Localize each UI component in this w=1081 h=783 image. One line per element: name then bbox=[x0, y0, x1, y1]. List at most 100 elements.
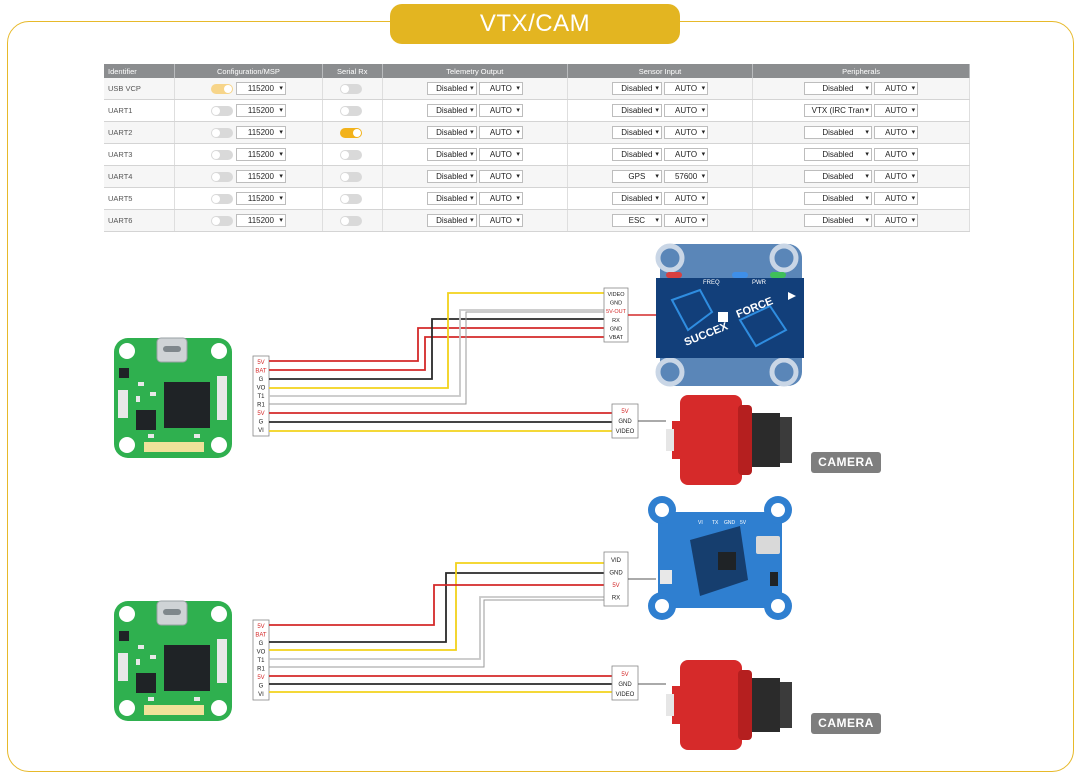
sensor-select[interactable]: Disabled bbox=[611, 126, 662, 139]
telemetry-baud-select[interactable]: AUTO bbox=[478, 126, 523, 139]
msp-toggle[interactable] bbox=[210, 215, 233, 226]
telemetry-select[interactable]: Disabled bbox=[426, 170, 477, 183]
telemetry-select[interactable]: Disabled bbox=[426, 148, 477, 161]
wire-tx-shadow bbox=[269, 311, 604, 405]
msp-baud-select[interactable]: 115200 bbox=[235, 214, 286, 227]
telemetry-select[interactable]: Disabled bbox=[426, 82, 477, 95]
telemetry-cell: Disabled AUTO bbox=[382, 165, 568, 188]
table-row: UART4115200Disabled AUTOGPS 57600Disable… bbox=[104, 165, 970, 188]
pin-label: VO bbox=[257, 386, 266, 392]
pin-label: VI bbox=[258, 428, 264, 434]
msp-toggle[interactable] bbox=[210, 105, 233, 116]
peripheral-select[interactable]: Disabled bbox=[803, 126, 872, 139]
sensor-select[interactable]: ESC bbox=[611, 214, 662, 227]
peripheral-select[interactable]: Disabled bbox=[803, 214, 872, 227]
telemetry-baud-select[interactable]: AUTO bbox=[478, 104, 523, 117]
sensor-select[interactable]: Disabled bbox=[611, 148, 662, 161]
port-identifier: UART6 bbox=[104, 209, 175, 232]
msp-baud-select[interactable]: 115200 bbox=[235, 126, 286, 139]
telemetry-select[interactable]: Disabled bbox=[426, 192, 477, 205]
sensor-baud-select[interactable]: AUTO bbox=[664, 104, 709, 117]
telemetry-baud-select[interactable]: AUTO bbox=[478, 148, 523, 161]
peripheral-baud-select[interactable]: AUTO bbox=[874, 214, 919, 227]
vtx2-board: VI TX GND 5V bbox=[648, 496, 792, 620]
peripheral-baud-select[interactable]: AUTO bbox=[874, 170, 919, 183]
sensor-cell: Disabled AUTO bbox=[567, 121, 754, 144]
peripheral-baud-select[interactable]: AUTO bbox=[874, 148, 919, 161]
serial-rx-toggle[interactable] bbox=[339, 83, 362, 94]
sensor-select[interactable]: GPS bbox=[611, 170, 662, 183]
wire-vbat bbox=[269, 327, 604, 362]
peripheral-select[interactable]: VTX (IRC Tran bbox=[803, 104, 872, 117]
serial-rx-toggle[interactable] bbox=[339, 171, 362, 182]
serial-rx-toggle[interactable] bbox=[339, 215, 362, 226]
msp-baud-select[interactable]: 115200 bbox=[235, 104, 286, 117]
telemetry-select[interactable]: Disabled bbox=[426, 126, 477, 139]
serial-rx-toggle[interactable] bbox=[339, 193, 362, 204]
msp-toggle[interactable] bbox=[210, 193, 233, 204]
peripheral-baud-select[interactable]: AUTO bbox=[874, 104, 919, 117]
msp-toggle[interactable] bbox=[210, 127, 233, 138]
peripheral-baud-select[interactable]: AUTO bbox=[874, 126, 919, 139]
telemetry-baud-select[interactable]: AUTO bbox=[478, 192, 523, 205]
vtx1-wires bbox=[269, 292, 604, 405]
pin-label: R1 bbox=[257, 667, 265, 673]
wire2-video bbox=[269, 562, 604, 651]
msp-cell: 115200 bbox=[174, 99, 323, 122]
serial-rx-toggle[interactable] bbox=[339, 149, 362, 160]
telemetry-cell: Disabled AUTO bbox=[382, 78, 568, 100]
msp-baud-select[interactable]: 115200 bbox=[235, 148, 286, 161]
msp-cell: 115200 bbox=[174, 78, 323, 100]
sensor-baud-select[interactable]: 57600 bbox=[664, 170, 709, 183]
peripheral-select[interactable]: Disabled bbox=[803, 82, 872, 95]
sensor-baud-select[interactable]: AUTO bbox=[664, 148, 709, 161]
sensor-baud-select[interactable]: AUTO bbox=[664, 126, 709, 139]
pin-label: VID bbox=[611, 558, 622, 564]
telemetry-baud-select[interactable]: AUTO bbox=[478, 82, 523, 95]
msp-toggle[interactable] bbox=[210, 149, 233, 160]
peripheral-select[interactable]: Disabled bbox=[803, 170, 872, 183]
pin-label: G bbox=[259, 420, 264, 426]
pin-label: VIDEO bbox=[616, 429, 635, 435]
peripheral-baud-select[interactable]: AUTO bbox=[874, 192, 919, 205]
camera-label-2: CAMERA bbox=[811, 713, 881, 734]
sensor-baud-select[interactable]: AUTO bbox=[664, 82, 709, 95]
column-header: Identifier bbox=[104, 64, 175, 78]
sensor-baud-select[interactable]: AUTO bbox=[664, 192, 709, 205]
telemetry-baud-select[interactable]: AUTO bbox=[478, 170, 523, 183]
wire2-gnd bbox=[269, 572, 604, 643]
msp-baud-select[interactable]: 115200 bbox=[235, 82, 286, 95]
peripherals-cell: Disabled AUTO bbox=[752, 121, 970, 144]
peripheral-select[interactable]: Disabled bbox=[803, 148, 872, 161]
sensor-select[interactable]: Disabled bbox=[611, 192, 662, 205]
port-identifier: UART5 bbox=[104, 187, 175, 210]
sensor-cell: Disabled AUTO bbox=[567, 78, 754, 100]
msp-baud-select[interactable]: 115200 bbox=[235, 192, 286, 205]
peripheral-select[interactable]: Disabled bbox=[803, 192, 872, 205]
column-header: Configuration/MSP bbox=[174, 64, 323, 78]
serial-rx-toggle[interactable] bbox=[339, 127, 362, 138]
pin-label: RX bbox=[612, 596, 620, 602]
pin-label: GND bbox=[610, 301, 622, 307]
telemetry-baud-select[interactable]: AUTO bbox=[478, 214, 523, 227]
vtx1-label-freq: FREQ bbox=[703, 280, 720, 286]
peripheral-baud-select[interactable]: AUTO bbox=[874, 82, 919, 95]
pin-label: T1 bbox=[257, 658, 265, 664]
telemetry-select[interactable]: Disabled bbox=[426, 104, 477, 117]
msp-toggle[interactable] bbox=[210, 83, 233, 94]
sensor-baud-select[interactable]: AUTO bbox=[664, 214, 709, 227]
sensor-cell: Disabled AUTO bbox=[567, 187, 754, 210]
sensor-select[interactable]: Disabled bbox=[611, 104, 662, 117]
sensor-select[interactable]: Disabled bbox=[611, 82, 662, 95]
pin-label: GND bbox=[609, 571, 623, 577]
msp-cell: 115200 bbox=[174, 187, 323, 210]
msp-baud-select[interactable]: 115200 bbox=[235, 170, 286, 183]
msp-cell: 115200 bbox=[174, 165, 323, 188]
serial-rx-cell bbox=[322, 121, 383, 144]
pin-label: 5V-OUT bbox=[606, 309, 627, 315]
msp-toggle[interactable] bbox=[210, 171, 233, 182]
serial-rx-toggle[interactable] bbox=[339, 105, 362, 116]
telemetry-select[interactable]: Disabled bbox=[426, 214, 477, 227]
